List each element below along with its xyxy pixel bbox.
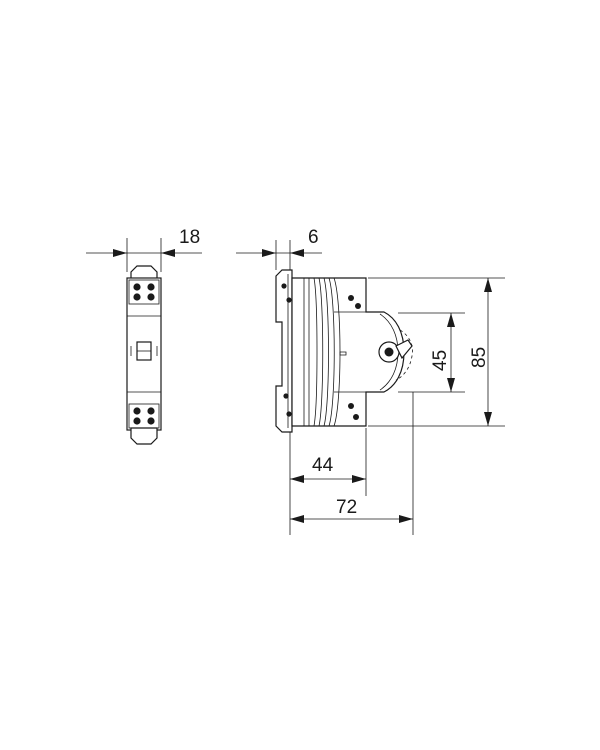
arrow-right-icon [399,515,413,523]
dimension-handle-window: 45 [398,312,465,393]
arrow-left-icon [290,249,304,257]
dimension-label-72: 72 [336,497,357,518]
front-view-top-screws [133,283,155,301]
arrow-right-icon [352,475,366,483]
dimension-label-85: 85 [469,347,490,368]
handle-pivot-center [384,347,394,357]
front-view-bottom-screws [133,407,155,425]
screw-icon [133,283,141,291]
arrow-left-icon [161,249,175,257]
screw-icon [147,293,155,301]
arrow-down-icon [484,412,492,426]
arrow-right-icon [262,249,276,257]
screw-icon [355,303,361,309]
arrow-up-icon [447,313,455,327]
front-view-bottom-terminal [128,403,160,429]
screw-icon [281,283,287,289]
dimension-label-18: 18 [179,227,200,248]
side-view-indicator [339,351,347,356]
front-view: 18 [86,227,202,445]
front-view-bottom-clip [130,427,158,445]
screw-icon [353,414,359,420]
dimension-rail-offset: 6 [236,227,322,270]
rib-line [323,277,329,427]
dimension-overall-height: 85 [368,277,505,427]
screw-icon [133,417,141,425]
rib-line [318,277,324,427]
dimension-label-6: 6 [308,227,319,248]
dimension-module-width: 18 [86,227,202,272]
arrow-left-icon [290,475,304,483]
screw-icon [286,297,292,303]
screw-icon [133,407,141,415]
rib-line [328,277,335,427]
dimension-label-44: 44 [312,455,334,476]
dimension-depth-body: 44 [289,428,367,535]
side-view: 6 85 45 44 [236,227,505,535]
screw-icon [147,283,155,291]
screw-icon [286,411,292,417]
screw-icon [147,407,155,415]
screw-icon [283,393,289,399]
screw-icon [348,295,354,301]
screw-icon [147,417,155,425]
arrow-right-icon [113,249,127,257]
rib-line [313,277,318,427]
side-view-toggle-handle [378,329,413,381]
handle-travel-arc [395,329,413,381]
arrow-left-icon [290,515,304,523]
dimension-label-45: 45 [430,350,451,371]
side-view-ribs [303,277,341,427]
screw-icon [133,293,141,301]
arrow-down-icon [447,378,455,392]
dimension-depth-total: 72 [290,392,414,535]
front-view-top-terminal [128,279,160,305]
side-view-rail-clip [275,269,293,433]
arrow-up-icon [484,278,492,292]
screw-icon [348,403,354,409]
